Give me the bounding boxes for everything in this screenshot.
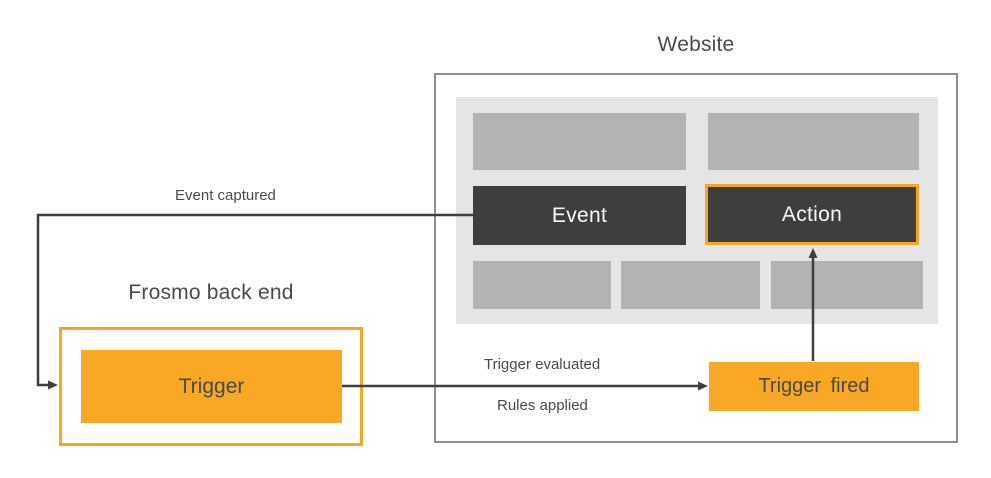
placeholder-block xyxy=(771,261,923,309)
trigger-label: Trigger xyxy=(178,374,245,398)
event-captured-label: Event captured xyxy=(175,187,276,204)
trigger-evaluated-label: Trigger evaluated xyxy=(484,356,601,373)
action-box: Action xyxy=(705,184,919,245)
trigger-fired-box: Trigger fired xyxy=(709,362,919,411)
action-label: Action xyxy=(781,202,843,226)
event-label: Event xyxy=(551,203,608,227)
frosmo-backend-title: Frosmo back end xyxy=(128,281,294,304)
placeholder-block xyxy=(473,261,611,309)
placeholder-block xyxy=(621,261,760,309)
placeholder-block xyxy=(708,113,919,170)
trigger-box: Trigger xyxy=(81,350,342,423)
trigger-fired-label: Trigger fired xyxy=(758,375,870,397)
placeholder-block xyxy=(473,113,686,170)
website-title: Website xyxy=(657,33,735,56)
rules-applied-label: Rules applied xyxy=(497,397,588,414)
event-box: Event xyxy=(473,186,686,245)
